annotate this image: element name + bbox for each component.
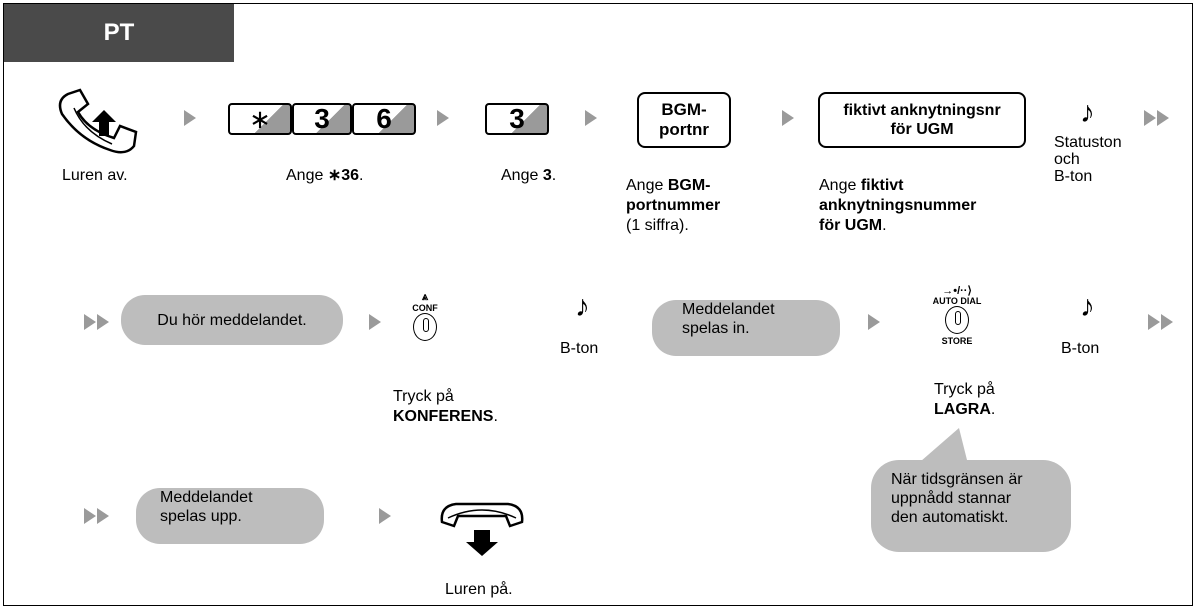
diagram-frame: PT Luren av. ∗ 3 6 Ange ∗36. 3 Ange 3. B… (3, 3, 1193, 606)
step-arrow (184, 110, 196, 126)
time-limit-note: När tidsgränsen är uppnådd stannar den a… (871, 460, 1071, 552)
step-arrow (585, 110, 597, 126)
onhook-label: Luren på. (445, 581, 513, 598)
step-arrow (369, 314, 381, 330)
step-arrow (868, 314, 880, 330)
tone-icon: ♪ (1080, 96, 1095, 129)
pill-hear-message: Du hör meddelandet. (121, 295, 343, 345)
step-arrow (379, 508, 391, 524)
step-arrow (437, 110, 449, 126)
bgm-port-label: Ange BGM- portnummer (1 siffra). (626, 177, 721, 234)
offhook-label: Luren av. (62, 167, 128, 184)
b-tone-label: B-ton (560, 340, 599, 357)
step-arrow (782, 110, 794, 126)
key-3: 3 (292, 103, 352, 135)
tone-icon: ♪ (575, 290, 590, 323)
ugm-extension-label: Ange fiktivt anknytningsnummer för UGM. (819, 177, 977, 234)
note-bubble-tail (913, 428, 969, 468)
enter-3-label: Ange 3. (501, 167, 557, 184)
header-tab: PT (4, 4, 234, 62)
conf-button-icon: ⩓ CONF (405, 292, 445, 341)
header-tab-label: PT (103, 19, 135, 46)
key-6: 6 (352, 103, 416, 135)
handset-onhook-icon (440, 502, 524, 556)
key-single-3: 3 (485, 103, 549, 135)
tone-icon: ♪ (1080, 290, 1095, 323)
continue-arrow (84, 314, 109, 330)
continue-arrow (1148, 314, 1173, 330)
b-tone-label: B-ton (1061, 340, 1100, 357)
bgm-port-box: BGM-portnr (637, 92, 731, 148)
continue-arrow (1144, 110, 1169, 126)
handset-offhook-icon (58, 88, 138, 154)
auto-dial-store-button-icon: →•/··⟩ AUTO DIAL STORE (932, 285, 982, 347)
key-star: ∗ (228, 103, 292, 135)
continue-arrow (84, 508, 109, 524)
enter-36-label: Ange ∗36. (286, 167, 364, 184)
